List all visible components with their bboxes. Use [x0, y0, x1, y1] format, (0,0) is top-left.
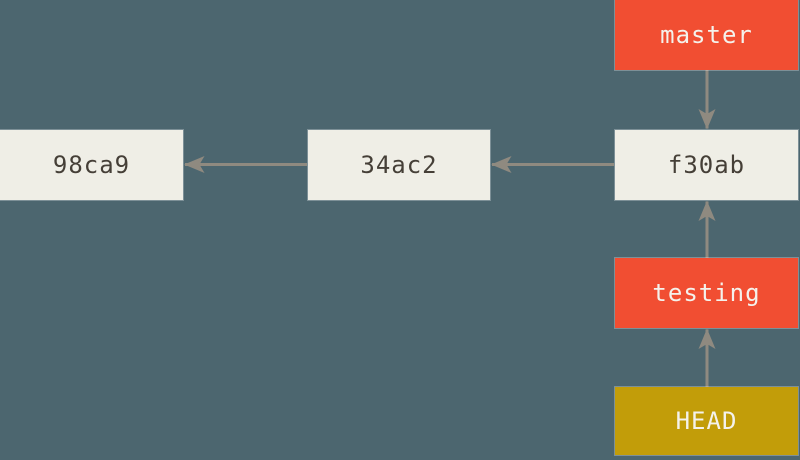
branch-box-master: master: [615, 0, 798, 70]
commit-id-label: 34ac2: [360, 151, 438, 179]
head-label: HEAD: [675, 407, 738, 435]
commit-box-34ac2: 34ac2: [308, 130, 490, 200]
branch-label-master: master: [660, 21, 753, 49]
commit-box-98ca9: 98ca9: [0, 130, 183, 200]
commit-box-f30ab: f30ab: [615, 130, 798, 200]
head-pointer-box: HEAD: [615, 387, 798, 455]
commit-id-label: f30ab: [667, 151, 746, 179]
branch-box-testing: testing: [615, 258, 798, 328]
commit-id-label: 98ca9: [52, 151, 131, 179]
branch-label-testing: testing: [652, 279, 761, 307]
